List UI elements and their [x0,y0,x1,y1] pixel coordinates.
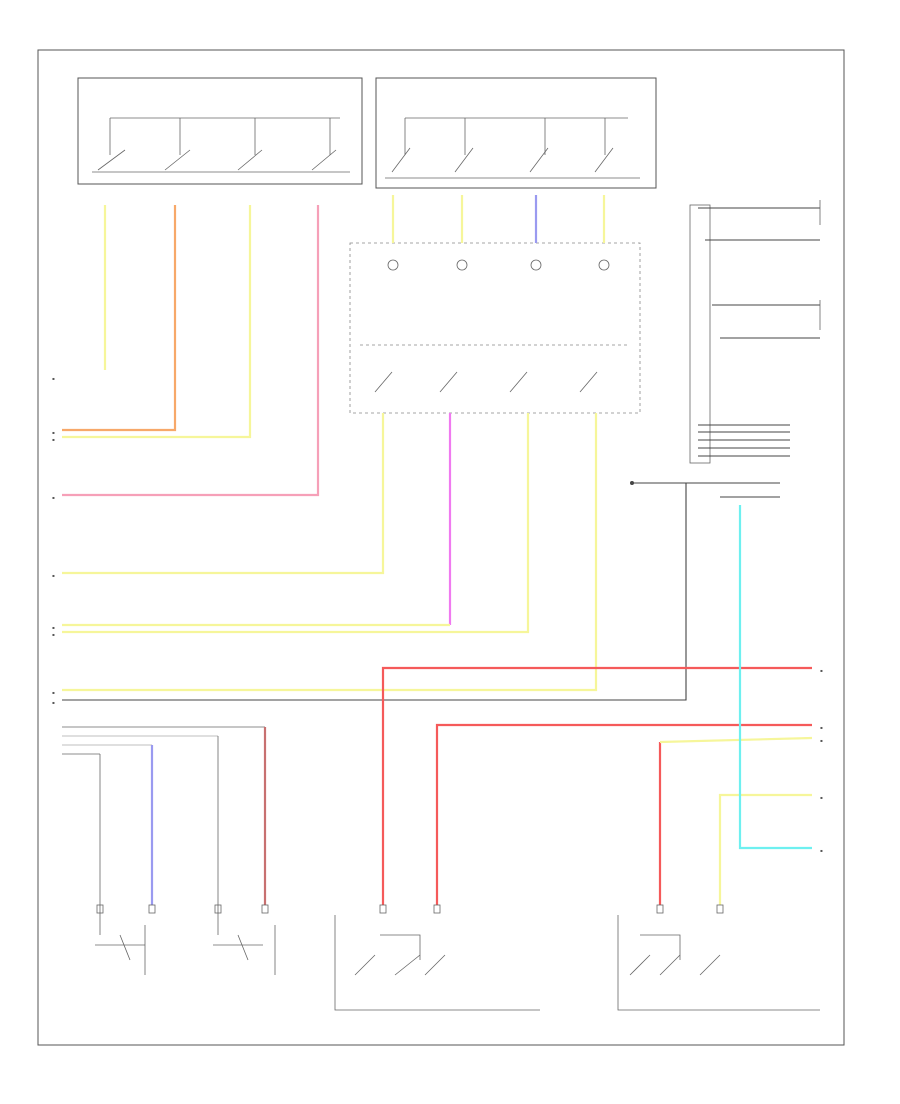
svg-text:▪: ▪ [820,848,823,853]
svg-text:▪: ▪ [820,795,823,800]
wire-red-2 [435,723,812,905]
svg-text:▪: ▪ [820,738,823,743]
wire-yellow-2 [62,205,252,439]
occupant-classification-unit [349,242,641,414]
svg-text:▪: ▪ [52,632,55,637]
front-passenger-airbag-module [617,915,820,1011]
passenger-seat-module [375,77,657,189]
wire-black-ground [62,483,687,701]
svg-text:▪: ▪ [52,376,55,381]
wire-terminals [96,904,724,914]
right-front-impact-sensor [213,925,276,975]
svg-text:▪: ▪ [52,625,55,630]
svg-text:▪: ▪ [52,700,55,705]
wire-orange [62,205,177,432]
right-connector-pins: ▪ ▪ ▪ ▪ ▪ [820,668,823,853]
svg-text:▪: ▪ [52,573,55,578]
wire-yellow-7 [62,413,530,634]
wire-yellow-10 [718,793,812,905]
junction-dot [630,481,634,485]
svg-text:▪: ▪ [52,430,55,435]
svg-text:▪: ▪ [52,495,55,500]
wire-yellow-6 [62,413,385,575]
left-connector-pins: ▪ ▪ ▪ ▪ ▪ ▪ ▪ ▪ ▪ [52,376,55,705]
svg-text:▪: ▪ [52,690,55,695]
front-seat-belt-pretensioner [334,915,540,1011]
svg-text:▪: ▪ [820,725,823,730]
wire-cyan [738,505,812,850]
driver-seat-module [77,77,363,185]
left-front-impact-sensor [95,925,146,975]
diagram-frame [37,49,845,1046]
right-connector-block [689,200,821,464]
wire-red-1 [381,666,812,905]
wire-yellow-11 [659,736,813,744]
wire-pink [62,205,320,497]
svg-text:▪: ▪ [820,668,823,673]
svg-text:▪: ▪ [52,437,55,442]
wire-yellow-9 [62,413,598,692]
